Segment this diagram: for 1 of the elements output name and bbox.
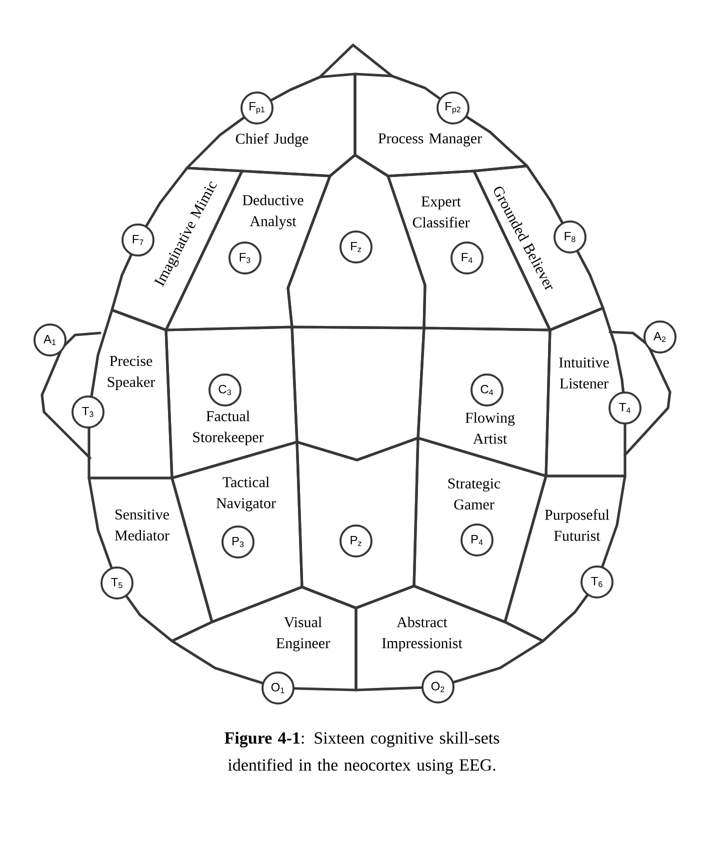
figure-caption: Figure 4-1: Sixteen cognitive skill-sets identified in the neocortex using EEG. [224,732,500,774]
